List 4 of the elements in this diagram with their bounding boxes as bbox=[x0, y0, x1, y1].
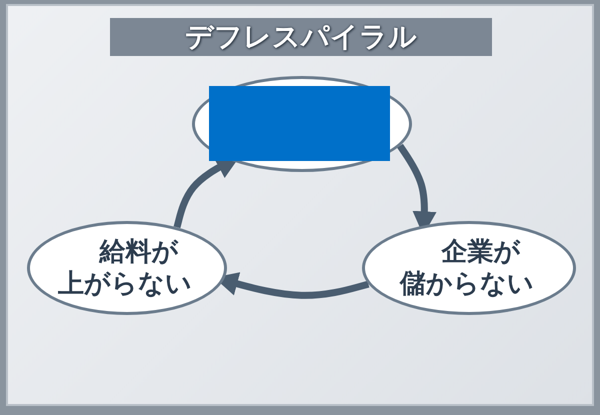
title-banner: デフレスパイラル bbox=[110, 18, 492, 56]
filled-block bbox=[209, 86, 390, 161]
node-label: 企業が儲からない bbox=[400, 236, 536, 300]
node-label: 給料が上がらない bbox=[58, 236, 194, 300]
